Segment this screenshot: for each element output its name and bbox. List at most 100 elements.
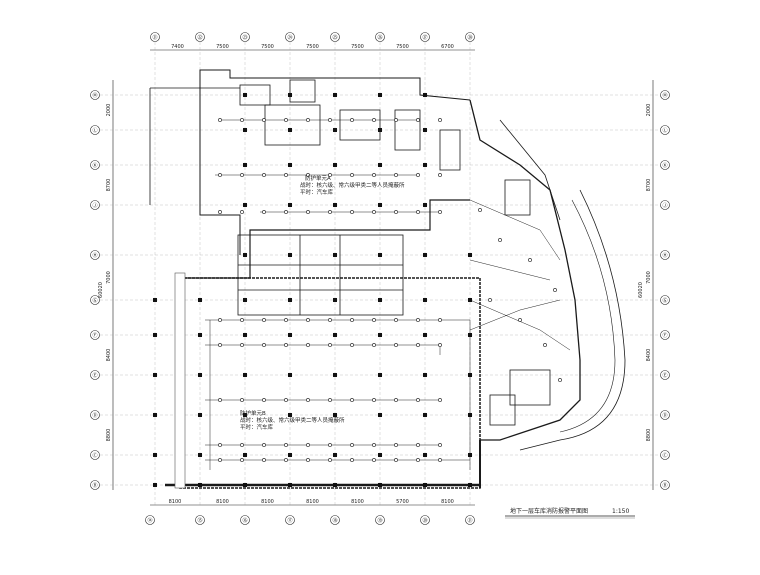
bottom-dim-3: 8100	[306, 499, 319, 505]
column-54	[378, 453, 382, 457]
column-0	[153, 298, 157, 302]
detector-20	[416, 173, 420, 177]
top-axis-2: ㉓	[242, 34, 247, 41]
right-dims-1: 8700	[646, 179, 652, 192]
detector-12	[240, 173, 244, 177]
right-dims-0: 2000	[646, 104, 652, 117]
detector-61	[350, 398, 354, 402]
detector-53	[416, 343, 420, 347]
column-7	[198, 333, 202, 337]
detector-85	[394, 458, 398, 462]
column-8	[198, 373, 202, 377]
detector-4	[306, 118, 310, 122]
left-dims-4: 8800	[106, 429, 112, 442]
zone-note-b: 防护单元B 战时：核六级、常六级甲类二等人员掩蔽所 平时：汽车库	[240, 409, 345, 431]
detector-64	[416, 398, 420, 402]
column-74	[468, 373, 472, 377]
zone-b-line1: 防护单元B	[240, 409, 266, 417]
zone-a-line1: 防护单元A	[305, 174, 331, 182]
left-axis-8: Ⓓ	[92, 412, 97, 419]
detector-36	[284, 318, 288, 322]
detector-56	[240, 398, 244, 402]
right-axis-2: Ⓚ	[662, 162, 667, 169]
detector-80	[284, 458, 288, 462]
left-dims-total: 60020	[98, 282, 104, 298]
column-29	[288, 333, 292, 337]
left-axis-1: Ⓛ	[92, 127, 97, 134]
detector-50	[350, 343, 354, 347]
column-23	[288, 93, 292, 97]
column-4	[153, 453, 157, 457]
column-27	[288, 253, 292, 257]
detector-37	[306, 318, 310, 322]
left-dims-2: 7000	[106, 271, 112, 284]
zone-b-line3: 平时：汽车库	[240, 423, 274, 431]
column-49	[378, 253, 382, 257]
detector-71	[328, 443, 332, 447]
left-axis-6: Ⓕ	[92, 332, 97, 339]
detector-9	[416, 118, 420, 122]
bottom-axis-5: ⑲	[377, 517, 382, 524]
column-3	[153, 413, 157, 417]
detector-65	[438, 398, 442, 402]
top-axis-6: ㉗	[422, 34, 427, 41]
column-43	[333, 453, 337, 457]
detector-86	[416, 458, 420, 462]
column-75	[468, 413, 472, 417]
detector-77	[218, 458, 222, 462]
detector-10	[438, 118, 442, 122]
detector-62	[372, 398, 376, 402]
top-dim-0: 7400	[171, 44, 184, 50]
detector-55	[218, 398, 222, 402]
column-46	[378, 128, 382, 132]
left-axis-7: Ⓔ	[92, 372, 97, 379]
bottom-dim-0: 8100	[169, 499, 182, 505]
bottom-dim-2: 8100	[261, 499, 274, 505]
top-axis-7: ㉘	[467, 34, 472, 41]
detector-32	[438, 210, 442, 214]
column-44	[333, 483, 337, 487]
column-61	[423, 298, 427, 302]
detector-13	[262, 173, 266, 177]
column-13	[243, 128, 247, 132]
column-60	[423, 253, 427, 257]
detector-83	[350, 458, 354, 462]
column-36	[333, 163, 337, 167]
column-9	[198, 413, 202, 417]
top-dim-3: 7500	[306, 44, 319, 50]
detector-59	[306, 398, 310, 402]
detector-91	[553, 288, 557, 292]
column-35	[333, 128, 337, 132]
column-76	[468, 453, 472, 457]
right-axis-8: Ⓓ	[662, 412, 667, 419]
column-37	[333, 203, 337, 207]
detector-39	[350, 318, 354, 322]
detector-7	[372, 118, 376, 122]
column-22	[243, 483, 247, 487]
bottom-dim-4: 8100	[351, 499, 364, 505]
detector-25	[284, 210, 288, 214]
column-72	[468, 298, 472, 302]
left-axis-4: Ⓗ	[92, 252, 97, 259]
detector-26	[306, 210, 310, 214]
column-52	[378, 373, 382, 377]
column-17	[243, 298, 247, 302]
column-6	[198, 298, 202, 302]
detector-40	[372, 318, 376, 322]
detector-43	[438, 318, 442, 322]
column-11	[198, 483, 202, 487]
column-30	[288, 373, 292, 377]
zone-a-line3: 平时：汽车库	[300, 188, 334, 196]
column-71	[468, 253, 472, 257]
column-1	[153, 333, 157, 337]
detector-5	[328, 118, 332, 122]
detector-66	[218, 443, 222, 447]
detector-35	[262, 318, 266, 322]
alarm-wiring	[205, 119, 571, 470]
column-66	[423, 483, 427, 487]
column-12	[243, 93, 247, 97]
bottom-axis-6: ⑳	[422, 517, 427, 524]
column-39	[333, 298, 337, 302]
